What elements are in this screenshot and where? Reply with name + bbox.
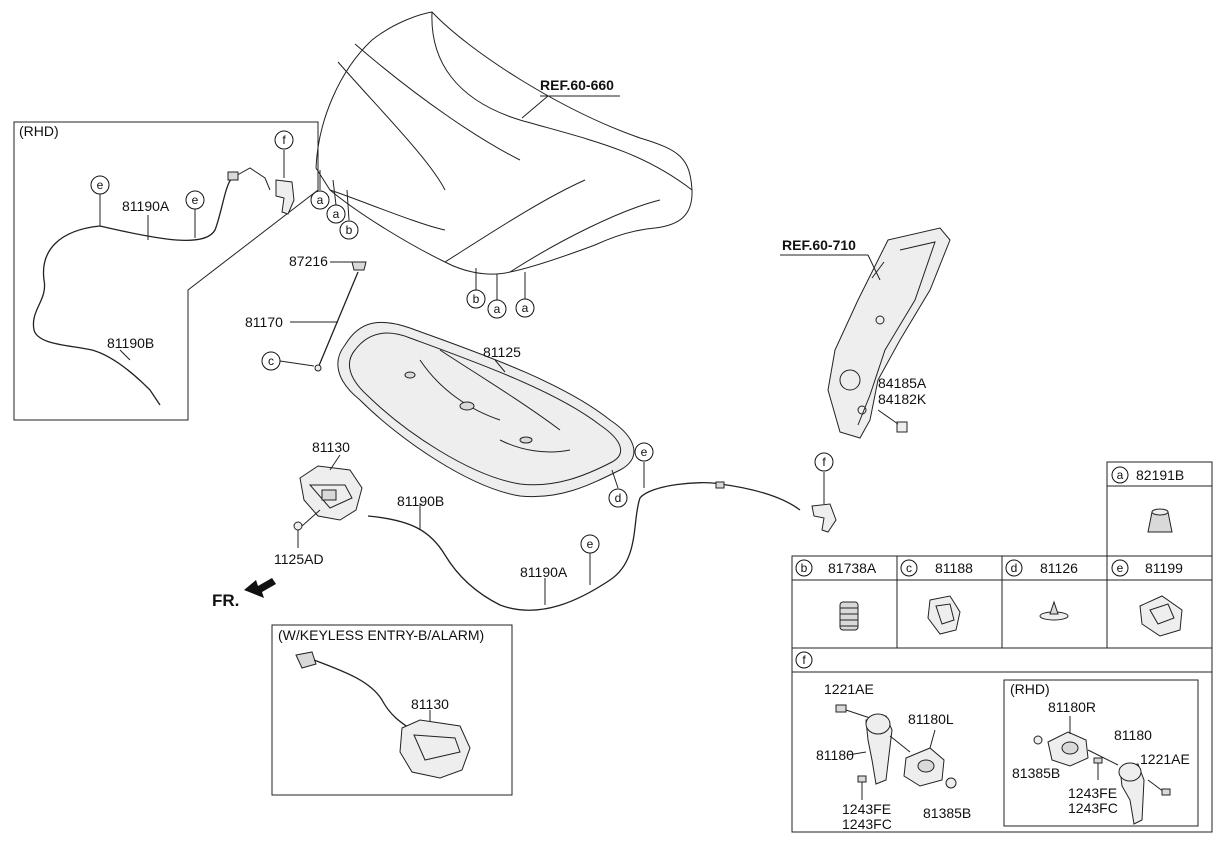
svg-text:d: d: [1011, 561, 1018, 575]
clip-icon: [927, 595, 961, 635]
rhd-callout-e1: e: [90, 175, 110, 195]
release-handle-main: [811, 472, 837, 533]
hood-callout-a4: a: [515, 298, 535, 318]
f-rhd-title: (RHD): [1010, 681, 1050, 697]
label-81190a: 81190A: [520, 564, 568, 580]
label-1125ad: 1125AD: [274, 551, 324, 567]
svg-text:e: e: [1117, 561, 1124, 575]
rhd-cable-box: (RHD): [13, 121, 319, 421]
callout-e1: e: [634, 442, 654, 462]
label-84185a: 84185A: [878, 375, 927, 391]
svg-text:c: c: [906, 561, 912, 575]
hood-callout-a3: a: [487, 299, 507, 319]
svg-text:b: b: [346, 223, 353, 237]
f-rhd-bolt2b-label: 1243FC: [1068, 800, 1118, 816]
hood-callout-b2: b: [466, 289, 486, 309]
parts-legend-table: [791, 461, 1213, 833]
callout-c: c: [261, 351, 281, 371]
svg-text:e: e: [192, 193, 199, 207]
front-direction-label: FR.: [212, 591, 239, 610]
hood-callout-b1: b: [339, 220, 359, 240]
legend-d-callout: d: [1005, 559, 1023, 577]
front-pillar-panel: [780, 227, 951, 439]
front-direction-arrow: [244, 578, 276, 598]
label-84182k: 84182K: [878, 391, 927, 407]
svg-text:b: b: [801, 561, 808, 575]
f-lhd-bolt2a-label: 1243FE: [842, 801, 891, 817]
ref-hood-label: REF.60-660: [540, 77, 614, 93]
hood-latch: [293, 454, 363, 548]
rhd-cable-b-label: 81190B: [107, 335, 154, 351]
svg-text:e: e: [97, 178, 104, 192]
svg-text:a: a: [494, 302, 501, 316]
legend-e-callout: e: [1111, 559, 1129, 577]
rhd-callout-e2: e: [185, 190, 205, 210]
legend-c-code: 81188: [935, 560, 973, 576]
keyless-81130-label: 81130: [411, 696, 449, 712]
legend-c-callout: c: [900, 559, 918, 577]
rhd-box-title: (RHD): [19, 123, 59, 139]
svg-text:a: a: [522, 301, 529, 315]
svg-text:a: a: [1117, 468, 1124, 482]
release-lever-rhd: [1033, 716, 1171, 825]
svg-text:a: a: [317, 193, 324, 207]
hood-callout-leaders: [319, 95, 620, 300]
bumper-stop-icon: [1147, 508, 1173, 533]
f-rhd-lever-label: 81180: [1114, 727, 1152, 743]
f-lhd-handle-label: 81180L: [908, 711, 954, 727]
legend-d-code: 81126: [1040, 560, 1078, 576]
f-lhd-bolt2b-label: 1243FC: [842, 816, 892, 832]
svg-text:e: e: [641, 445, 648, 459]
callout-e2: e: [580, 534, 600, 554]
label-81170: 81170: [245, 314, 283, 330]
hood-insulator-pad: [337, 321, 635, 498]
legend-e-code: 81199: [1145, 560, 1183, 576]
label-81125: 81125: [483, 344, 521, 360]
f-rhd-handle-label: 81180R: [1048, 699, 1096, 715]
legend-a-callout: a: [1111, 466, 1129, 484]
f-rhd-bolt-label: 1221AE: [1140, 751, 1190, 767]
hood-callout-a1: a: [310, 190, 330, 210]
hood-stay-rod: [279, 261, 367, 372]
label-81130: 81130: [312, 439, 350, 455]
release-lever-lhd: [835, 704, 957, 800]
svg-text:b: b: [473, 292, 480, 306]
push-rivet-icon: [1039, 600, 1069, 621]
f-lhd-nut-label: 81385B: [923, 805, 971, 821]
label-87216: 87216: [289, 253, 328, 269]
cable-clip-icon: [1139, 595, 1183, 637]
hood-callout-a2: a: [326, 204, 346, 224]
svg-text:d: d: [615, 491, 622, 505]
hood-release-cable: [367, 462, 801, 611]
keyless-entry-box: (W/KEYLESS ENTRY-B/ALARM): [271, 624, 513, 796]
f-rhd-nut-label: 81385B: [1012, 765, 1060, 781]
keyless-box-title: (W/KEYLESS ENTRY-B/ALARM): [278, 627, 484, 643]
legend-b-code: 81738A: [828, 560, 877, 576]
label-81190b: 81190B: [397, 493, 444, 509]
f-rhd-bolt2a-label: 1243FE: [1068, 785, 1117, 801]
svg-text:f: f: [802, 653, 806, 667]
legend-b-callout: b: [795, 559, 813, 577]
svg-text:c: c: [268, 354, 274, 368]
svg-text:a: a: [333, 207, 340, 221]
f-lhd-bolt-label: 1221AE: [824, 681, 874, 697]
f-lhd-lever-label: 81180: [816, 747, 854, 763]
rhd-cable-a-label: 81190A: [122, 198, 170, 214]
callout-d: d: [608, 488, 628, 508]
callout-f: f: [814, 452, 834, 472]
ref-pillar-label: REF.60-710: [782, 237, 856, 253]
legend-a-code: 82191B: [1136, 467, 1184, 483]
hood-panel: [315, 11, 693, 275]
rhd-callout-f: f: [274, 130, 294, 150]
svg-text:e: e: [587, 537, 594, 551]
legend-f-callout: f: [795, 651, 813, 669]
svg-text:f: f: [822, 455, 826, 469]
spring-bumper-icon: [839, 601, 859, 631]
svg-text:f: f: [282, 133, 286, 147]
